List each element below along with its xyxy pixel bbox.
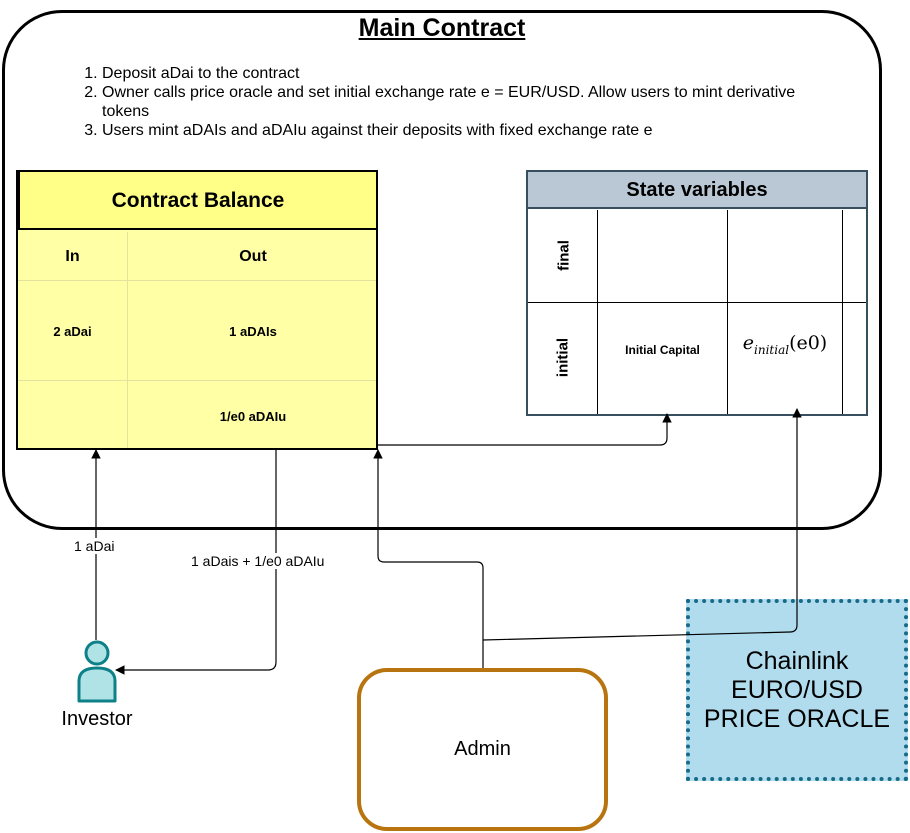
formula-argument: (e0) bbox=[789, 332, 828, 354]
oracle-line: PRICE ORACLE bbox=[703, 705, 891, 733]
step-item: Users mint aDAIs and aDAIu against their… bbox=[102, 121, 822, 140]
main-contract-title: Main Contract bbox=[358, 14, 526, 42]
state-variables-title: State variables bbox=[528, 172, 866, 209]
formula-base: e bbox=[742, 332, 754, 354]
initial-rate-formula: einitial(e0) bbox=[728, 332, 842, 357]
step-item: Owner calls price oracle and set initial… bbox=[102, 83, 822, 121]
state-row-divider bbox=[528, 302, 866, 303]
row-label-initial: initial bbox=[554, 337, 572, 378]
row-divider bbox=[18, 380, 376, 381]
admin-label: Admin bbox=[454, 738, 511, 760]
state-column-divider bbox=[727, 210, 728, 414]
state-column-divider bbox=[597, 210, 598, 414]
row-label-final: final bbox=[555, 240, 573, 271]
column-divider bbox=[127, 232, 128, 448]
step-item: Deposit aDai to the contract bbox=[102, 64, 822, 83]
price-oracle-box: Chainlink EURO/USD PRICE ORACLE bbox=[686, 599, 908, 781]
oracle-line: Chainlink bbox=[745, 647, 849, 675]
steps-list: Deposit aDai to the contract Owner calls… bbox=[62, 64, 822, 140]
initial-capital-label: Initial Capital bbox=[625, 343, 700, 357]
header-in: In bbox=[65, 248, 80, 265]
investor-label: Investor bbox=[61, 708, 133, 730]
state-variables-table bbox=[526, 170, 868, 416]
header-out: Out bbox=[239, 248, 267, 265]
mint-flow-label: 1 aDais + 1/e0 aDAIu bbox=[191, 553, 325, 569]
cell-out-row2: 1/e0 aDAIu bbox=[219, 409, 287, 424]
cell-out-row1: 1 aDAIs bbox=[229, 324, 277, 339]
formula-subscript: initial bbox=[754, 342, 790, 357]
cell-in-row1: 2 aDai bbox=[53, 324, 92, 339]
state-column-divider bbox=[842, 210, 843, 414]
admin-box: Admin bbox=[357, 668, 608, 831]
person-icon bbox=[77, 640, 117, 703]
row-divider bbox=[18, 280, 376, 281]
contract-balance-title: Contract Balance bbox=[18, 170, 378, 230]
deposit-flow-label: 1 aDai bbox=[74, 538, 115, 554]
oracle-line: EURO/USD bbox=[731, 676, 863, 704]
